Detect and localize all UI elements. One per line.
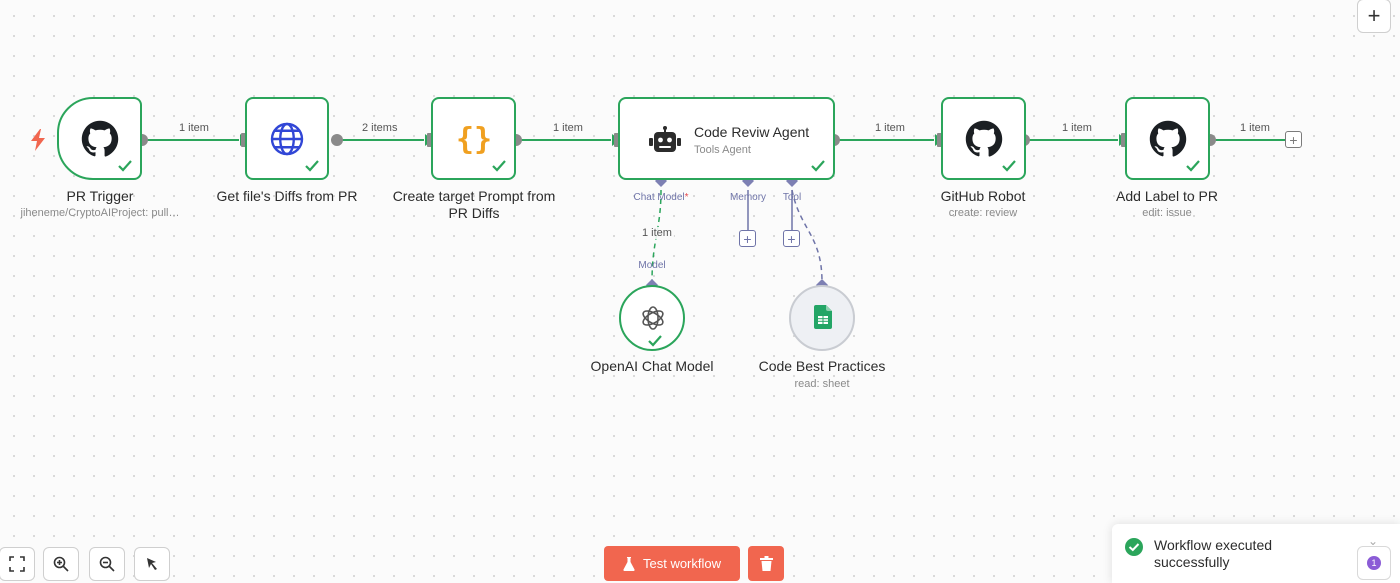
trigger-bolt-icon [31, 129, 45, 151]
success-check-icon [1186, 160, 1200, 172]
node-get-diffs[interactable] [245, 97, 329, 180]
success-check-circle-icon [1125, 538, 1143, 556]
github-icon [965, 120, 1002, 157]
connection-label: 2 items [360, 122, 400, 134]
node-title: Code Best Practices [758, 358, 886, 374]
connection-label: 1 item [551, 122, 585, 134]
node-title: OpenAI Chat Model [590, 358, 714, 374]
fit-view-icon [9, 556, 25, 572]
node-pr-trigger[interactable] [57, 97, 142, 180]
agent-title: Code Reviw Agent [694, 124, 810, 140]
toast-message: Workflow executed successfully [1154, 537, 1273, 570]
github-icon [1149, 120, 1186, 157]
port-label-chat-model: Chat Model* [633, 192, 689, 203]
open-nodes-panel-button[interactable]: + [1357, 0, 1391, 33]
node-openai-chat-model[interactable] [619, 285, 685, 351]
test-workflow-label: Test workflow [642, 556, 722, 571]
success-toast: Workflow executed successfully ⌄ [1112, 524, 1400, 583]
agent-subtitle: Tools Agent [694, 144, 751, 156]
trash-icon [759, 556, 773, 571]
node-subtitle: jiheneme/CryptoAIProject: pull… [20, 207, 180, 219]
zoom-out-button[interactable] [89, 547, 125, 581]
node-code-best-practices[interactable] [789, 285, 855, 351]
connection-label: 1 item [1238, 122, 1272, 134]
node-title: GitHub Robot [940, 188, 1026, 204]
clear-execution-button[interactable] [748, 546, 784, 581]
notifications-button[interactable]: 1 [1357, 546, 1391, 580]
tool-connection [791, 189, 823, 283]
flask-icon [623, 556, 635, 571]
tidy-up-icon [147, 558, 157, 570]
tidy-up-button[interactable] [134, 547, 170, 581]
robot-icon [649, 126, 681, 152]
svg-text:{}: {} [455, 122, 491, 157]
node-github-robot[interactable] [941, 97, 1026, 180]
connection-label: 1 item [177, 122, 211, 134]
success-check-icon [648, 335, 662, 347]
node-subtitle: read: sheet [794, 378, 850, 390]
port-label-tool: Tool [782, 192, 802, 203]
port-label-model: Model [638, 260, 666, 271]
zoom-in-icon [53, 556, 69, 572]
node-add-label[interactable] [1125, 97, 1210, 180]
add-tool-button[interactable]: + [783, 230, 800, 247]
add-next-node-button[interactable]: + [1285, 131, 1302, 148]
node-subtitle: edit: issue [1142, 207, 1192, 219]
success-check-icon [118, 160, 132, 172]
fit-view-button[interactable] [0, 547, 35, 581]
github-icon [81, 120, 118, 157]
connection-label: 1 item [873, 122, 907, 134]
notification-count-badge: 1 [1367, 556, 1381, 570]
zoom-out-icon [99, 556, 115, 572]
chevron-down-icon[interactable]: ⌄ [1368, 534, 1379, 548]
test-workflow-button[interactable]: Test workflow [604, 546, 740, 581]
success-check-icon [492, 160, 506, 172]
success-check-icon [811, 160, 825, 172]
node-title: Add Label to PR [1116, 188, 1218, 204]
braces-icon: {} [455, 122, 491, 157]
node-title: Get file's Diffs from PR [216, 188, 358, 204]
model-connection-label: 1 item [640, 227, 674, 239]
google-sheets-icon [814, 305, 832, 329]
add-memory-button[interactable]: + [739, 230, 756, 247]
port-label-memory: Memory [729, 192, 767, 203]
node-title: PR Trigger [66, 188, 134, 204]
node-title: Create target Prompt from PR Diffs [392, 188, 556, 221]
node-subtitle: create: review [948, 207, 1018, 219]
success-check-icon [305, 160, 319, 172]
zoom-in-button[interactable] [43, 547, 79, 581]
node-code-review-agent[interactable]: Code Reviw Agent Tools Agent [618, 97, 835, 180]
node-create-prompt[interactable]: {} [431, 97, 516, 180]
connection-label: 1 item [1060, 122, 1094, 134]
success-check-icon [1002, 160, 1016, 172]
openai-icon [642, 306, 664, 330]
globe-icon [270, 122, 304, 155]
